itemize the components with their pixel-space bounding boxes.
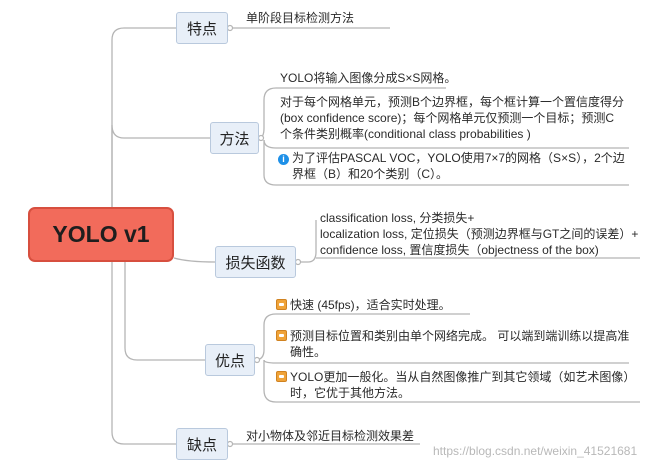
- sunshi-line-1: classification loss, 分类损失+: [320, 211, 475, 225]
- youdian-item-1: 快速 (45fps)，适合实时处理。: [290, 298, 451, 312]
- youdian-item-2-line-2: 确性。: [290, 345, 327, 359]
- note-icon: [276, 330, 287, 341]
- youdian-item-3-line-1: YOLO更加一般化。当从自然图像推广到其它领域（如艺术图像）: [290, 370, 636, 384]
- fangfa-item-3-line-1: 为了评估PASCAL VOC，YOLO使用7×7的网格（S×S），2个边: [292, 151, 625, 165]
- note-icon: [276, 299, 287, 310]
- fangfa-item-2-line-2: (box confidence score)；每个网格单元仅预测一个目标；预测C: [280, 111, 615, 125]
- youdian-item-2-line-1: 预测目标位置和类别由单个网络完成。 可以端到端训练以提高准: [290, 329, 630, 343]
- fangfa-item-2-line-3: 个条件类别概率(conditional class probabilities …: [280, 127, 531, 141]
- youdian-item-3-line-2: 时，它优于其他方法。: [290, 386, 411, 400]
- watermark: https://blog.csdn.net/weixin_41521681: [433, 444, 638, 458]
- node-youdian[interactable]: 优点: [205, 344, 255, 376]
- fangfa-item-1: YOLO将输入图像分成S×S网格。: [280, 71, 457, 85]
- sunshi-line-2: localization loss, 定位损失（预测边界框与GT之间的误差）+: [320, 227, 639, 241]
- node-quedian[interactable]: 缺点: [176, 428, 228, 460]
- node-sunshi[interactable]: 损失函数: [215, 246, 296, 278]
- fangfa-item-3-line-2: 界框（B）和20个类别（C）。: [292, 167, 449, 181]
- sunshi-line-3: confidence loss, 置信度损失（objectness of the…: [320, 243, 599, 257]
- fangfa-item-2-line-1: 对于每个网格单元，预测B个边界框，每个框计算一个置信度得分: [280, 95, 625, 109]
- root-node[interactable]: YOLO v1: [28, 207, 174, 262]
- node-tedian[interactable]: 特点: [176, 12, 228, 44]
- node-fangfa[interactable]: 方法: [210, 122, 259, 154]
- info-icon: i: [278, 154, 289, 165]
- note-icon: [276, 371, 287, 382]
- quedian-desc: 对小物体及邻近目标检测效果差: [246, 429, 415, 443]
- tedian-desc: 单阶段目标检测方法: [246, 11, 355, 25]
